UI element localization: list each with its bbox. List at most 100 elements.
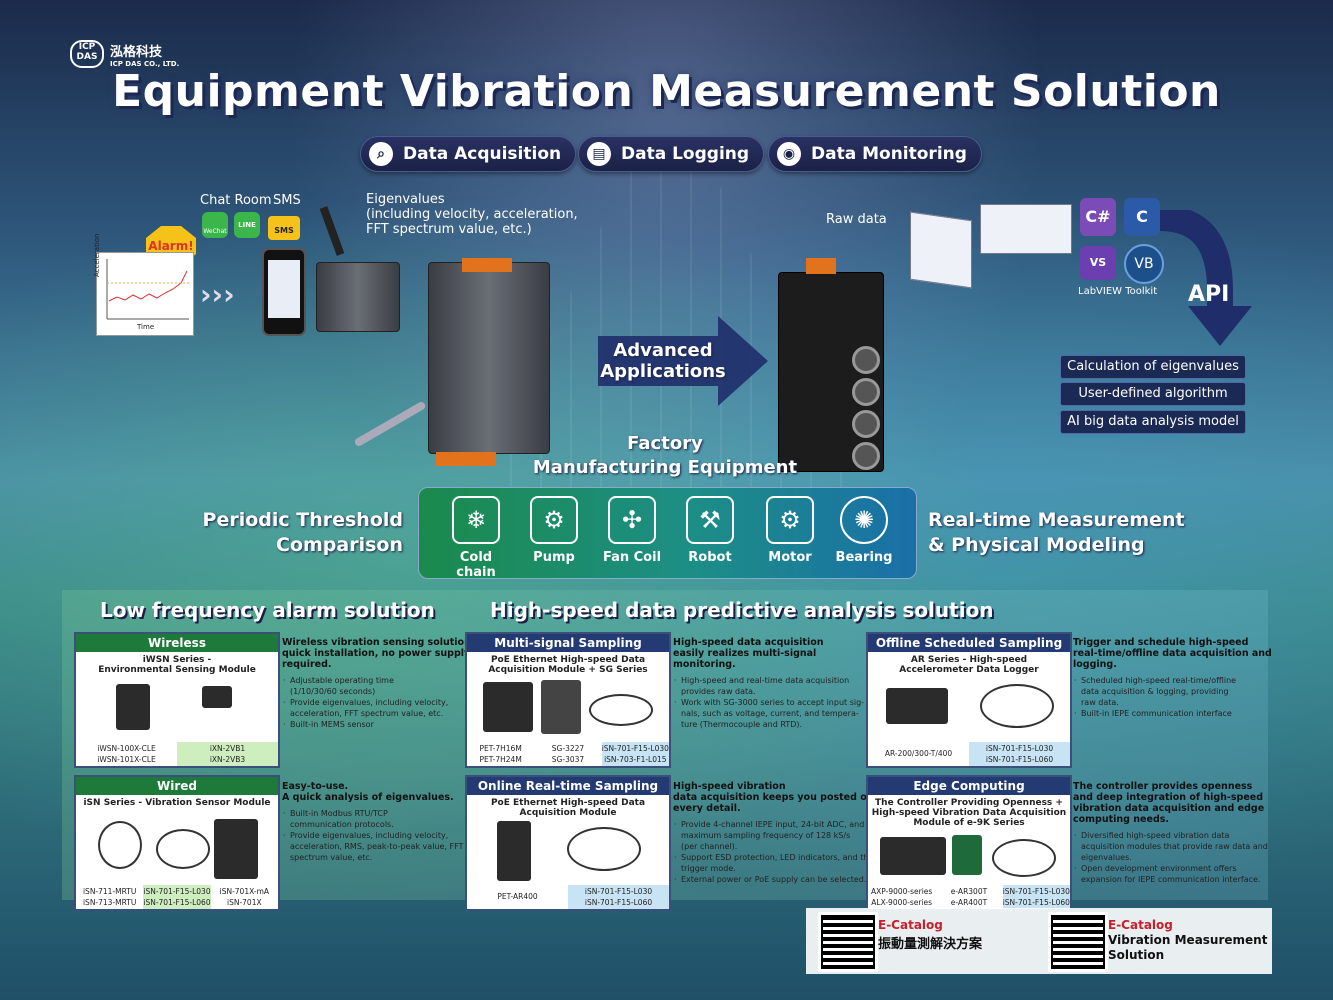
edge-computing-card: Edge Computing The Controller Providing … [866,775,1072,911]
qr-code-icon[interactable] [818,912,878,972]
truck-icon: ❄ [452,496,500,544]
models-c: iSN-701-F15-L030 iSN-703-F1-L015 [601,742,669,766]
card-models: iWSN-100X-CLE iWSN-101X-CLE iXN-2VB1 iXN… [76,742,278,766]
catalog-label-cn: E-Catalog 振動量測解決方案 [878,918,982,952]
api-item-algorithm: User-defined algorithm [1060,382,1246,406]
axp-controller-image [880,837,946,875]
models-a: PET-7H16M PET-7H24M [479,744,522,764]
software-screen [910,211,972,289]
models-b: iSN-701-F15-L030 iSN-701-F15-L060 [568,885,669,909]
terminal-block [806,258,836,274]
models-b: iSN-701-F15-L030 iSN-701-F15-L060 [143,885,211,909]
app-label: Fan Coil [602,550,662,565]
desc-item: Built-in IEPE communication interface [1074,708,1259,719]
sensor-cable-image [980,684,1054,728]
desc-item: Work with SG-3000 series to accept input… [674,697,864,730]
advanced-applications-label: Advanced Applications [600,340,726,382]
desc-heading: Easy-to-use. A quick analysis of eigenva… [282,781,454,803]
offline-sampling-card: Offline Scheduled Sampling AR Series - H… [866,632,1072,768]
company-logo: ICP DAS 泓格科技 ICP DAS CO., LTD. [70,40,179,68]
sensor-cable-image [156,829,210,869]
pill-label: Data Acquisition [403,144,562,164]
visual-studio-icon: VS [1080,246,1116,280]
advanced-arrow-icon [598,316,768,406]
line-icon: LINE [234,212,260,238]
card-header: Offline Scheduled Sampling [868,634,1070,652]
chevrons-icon: ››› [200,278,235,311]
models-b: e-AR300T e-AR400T [950,887,988,907]
wired-card: Wired iSN Series - Vibration Sensor Modu… [74,775,280,911]
models-a: PET-AR400 [497,892,538,901]
raw-data-label: Raw data [826,212,887,227]
iwsn-module-image [116,684,150,730]
catalog-text: Vibration Measurement Solution [1108,933,1268,962]
chart-svg [106,259,189,320]
app-pump: ⚙ Pump [517,496,591,565]
card-subtitle: iWSN Series - Environmental Sensing Modu… [98,655,256,675]
online-sampling-card: Online Real-time Sampling PoE Ethernet H… [465,775,671,911]
wireless-card: Wireless iWSN Series - Environmental Sen… [74,632,280,768]
logging-icon: ▤ [587,142,611,166]
wireless-description: Wireless vibration sensing solution: qui… [282,637,475,730]
app-label: Robot [688,550,732,565]
models-b: iSN-701-F15-L030 iSN-701-F15-L060 [969,742,1070,766]
pill-data-logging: ▤ Data Logging [578,136,765,172]
api-item-ai-model: AI big data analysis model [1060,410,1246,434]
chart-xlabel: Time [137,323,155,331]
catalog-e-label: E-Catalog [1108,918,1173,932]
qr-code-icon[interactable] [1048,912,1108,972]
sg-module-image [541,680,581,734]
terminal-block [462,258,512,272]
card-models: PET-7H16M PET-7H24M SG-3227 SG-3037 iSN-… [467,742,669,766]
card-subtitle: PoE Ethernet High-speed Data Acquisition… [488,655,648,675]
desc-item: Provide eigenvalues, including velocity,… [283,697,458,719]
application-bar: ❄Cold chain ⚙Pump ✣Fan Coil ⚒Robot ⚙Moto… [418,487,917,580]
pet-7h-module-image [483,682,533,732]
online-sampling-description: High-speed vibration data acquisition ke… [673,781,874,885]
fan-coil-icon: ✣ [608,496,656,544]
csharp-icon: C# [1080,198,1116,236]
desc-heading: High-speed vibration data acquisition ke… [673,781,874,814]
catalog-e-label: E-Catalog [878,918,943,932]
sms-label: SMS [273,193,301,208]
eigenvalues-note: Eigenvalues (including velocity, acceler… [366,192,578,237]
pill-data-monitoring: ◉ Data Monitoring [768,136,982,172]
app-label: Motor [768,550,812,565]
api-curve-arrow-icon [1160,210,1252,346]
sensor-cable-image [992,839,1056,877]
page-title: Equipment Vibration Measurement Solution [112,66,1221,117]
sms-icon: SMS [268,216,300,240]
high-speed-title: High-speed data predictive analysis solu… [490,598,994,622]
card-models: AXP-9000-series ALX-9000-series e-AR300T… [868,885,1070,909]
card-header: Multi-signal Sampling [467,634,669,652]
desc-item: Adjustable operating time (1/10/30/60 se… [283,675,458,697]
logo-name-en: ICP DAS CO., LTD. [110,59,180,68]
pump-icon: ⚙ [530,496,578,544]
c-icon: C [1124,198,1160,236]
models-b: SG-3227 SG-3037 [551,744,585,764]
app-label: Pump [533,550,575,565]
multi-signal-description: High-speed data acquisition easily reali… [673,637,864,730]
models-c: iSN-701-F15-L030 iSN-701-F15-L060 [1002,885,1070,909]
pet-ar400-image [497,821,531,881]
card-models: PET-AR400 iSN-701-F15-L030 iSN-701-F15-L… [467,885,669,909]
models-b: iXN-2VB1 iXN-2VB3 [177,742,278,766]
isn-module-image [214,819,258,879]
sensor-cable-image [567,827,641,871]
bnc-connector-icon [852,378,880,406]
desc-item: External power or PoE supply can be sele… [674,874,866,885]
app-fan-coil: ✣ Fan Coil [595,496,669,565]
ixn-sensor-image [202,686,232,708]
card-models: iSN-711-MRTU iSN-713-MRTU iSN-701-F15-L0… [76,885,278,909]
offline-sampling-description: Trigger and schedule high-speed real-tim… [1073,637,1272,719]
api-item-eigenvalues: Calculation of eigenvalues [1060,355,1246,379]
monitor-icon: ◉ [777,142,801,166]
desc-heading: Trigger and schedule high-speed real-tim… [1073,637,1272,670]
card-subtitle: PoE Ethernet High-speed Data Acquisition… [490,798,646,818]
card-models: AR-200/300-T/400 iSN-701-F15-L030 iSN-70… [868,742,1070,766]
low-frequency-title: Low frequency alarm solution [100,598,435,622]
isn-vibration-module [428,262,550,454]
catalog-text: 振動量測解決方案 [878,937,983,952]
motor-icon: ⚙ [766,496,814,544]
sensor-cable-image [98,821,142,869]
